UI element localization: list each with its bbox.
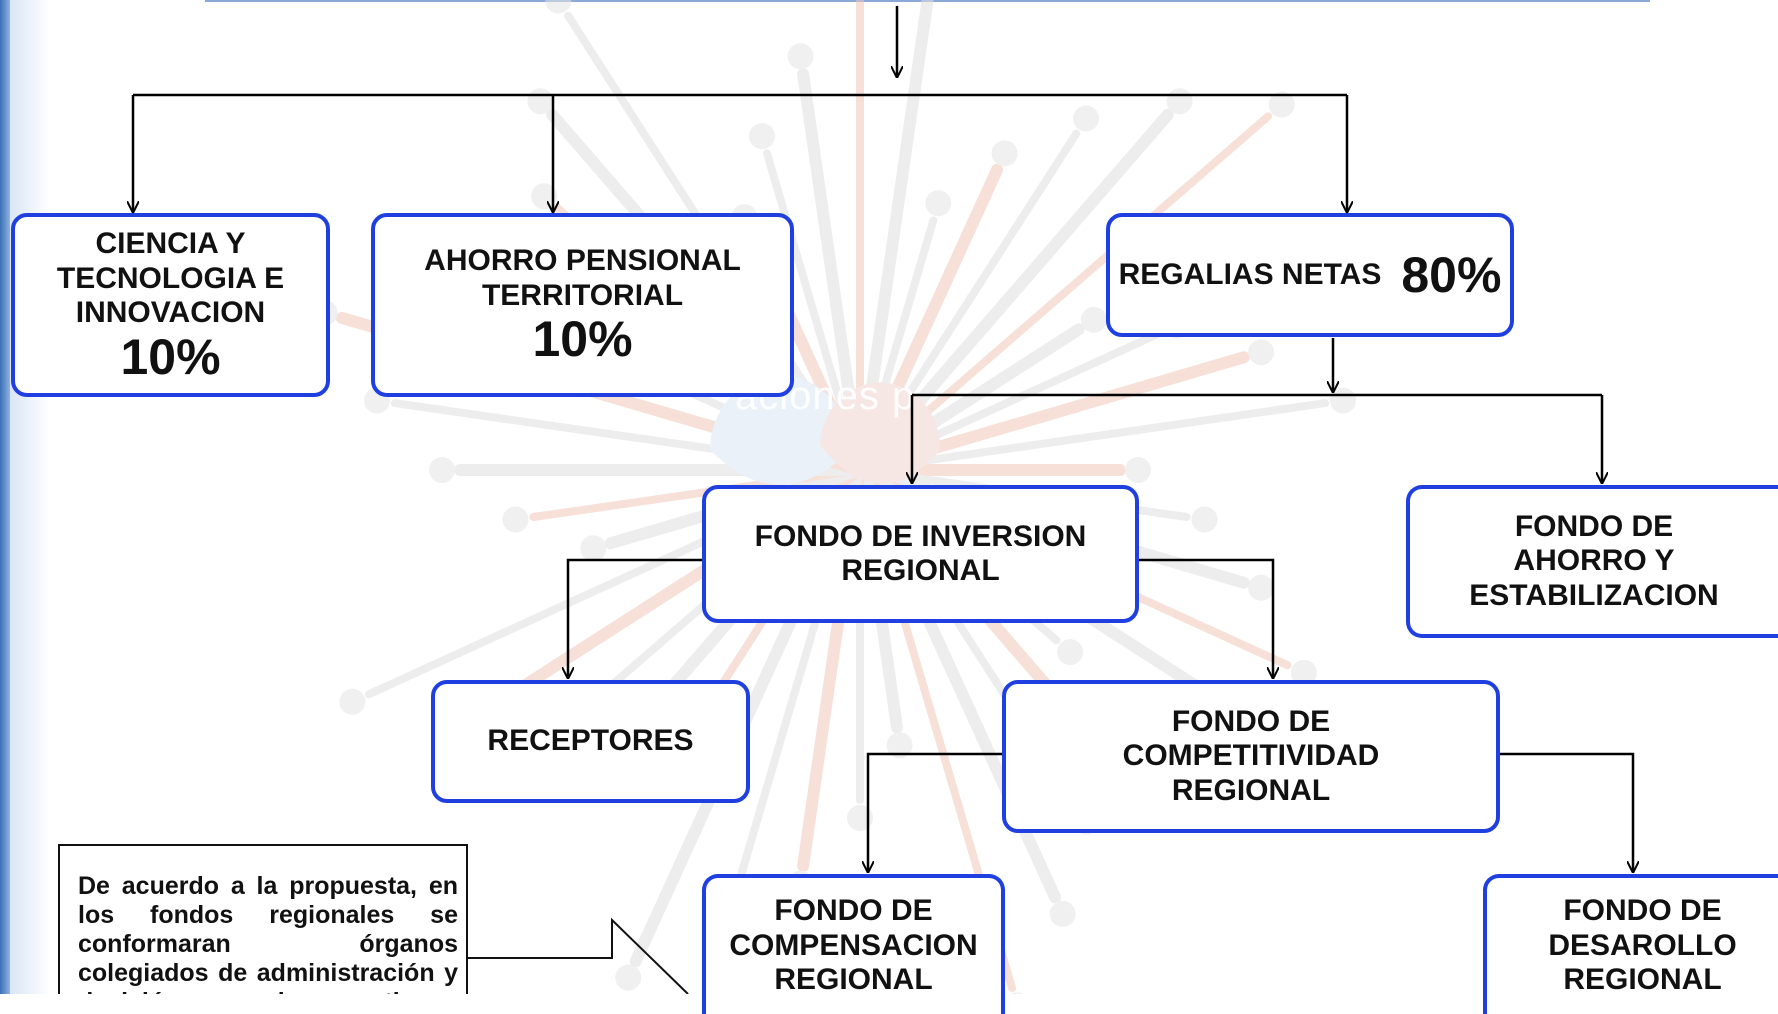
node-percent: 80%: [1401, 246, 1502, 303]
arrow-to-fondo-desarollo: [1498, 752, 1633, 872]
node-fondo-desarollo-regional: FONDO DE DESAROLLO REGIONAL: [1483, 874, 1778, 1014]
node-label: FONDO DE AHORRO Y ESTABILIZACION: [1469, 509, 1719, 612]
node-label: REGALIAS NETAS: [1118, 257, 1382, 291]
node-fondo-ahorro-estabilizacion: FONDO DE AHORRO Y ESTABILIZACION: [1406, 485, 1778, 638]
arrow-to-fondo-compensacion: [868, 752, 1003, 872]
node-receptores: RECEPTORES: [431, 680, 750, 803]
node-label: FONDO DE COMPETITIVIDAD REGIONAL: [1122, 704, 1380, 807]
node-label: CIENCIA Y TECNOLOGIA E INNOVACION: [56, 227, 285, 329]
node-fondo-inversion-regional: FONDO DE INVERSION REGIONAL: [702, 485, 1139, 623]
node-fondo-compensacion-regional: FONDO DE COMPENSACION REGIONAL: [702, 874, 1005, 1014]
node-label: FONDO DE COMPENSACION REGIONAL: [729, 894, 978, 997]
node-regalias-netas: REGALIAS NETAS 80%: [1106, 213, 1514, 337]
node-fondo-competitividad-regional: FONDO DE COMPETITIVIDAD REGIONAL: [1002, 680, 1500, 833]
left-accent-fade: [10, 0, 50, 994]
node-label: RECEPTORES: [487, 724, 694, 758]
node-ahorro-pensional: AHORRO PENSIONAL TERRITORIAL 10%: [371, 213, 794, 397]
arrow-to-receptores: [568, 558, 702, 678]
node-percent: 10%: [532, 311, 633, 368]
node-label: FONDO DE INVERSION REGIONAL: [754, 519, 1087, 588]
node-percent: 10%: [120, 328, 221, 385]
left-accent-strip: [0, 0, 10, 994]
arrow-to-fondo-competitividad: [1138, 558, 1273, 678]
node-inline-row: REGALIAS NETAS 80%: [1119, 249, 1502, 302]
node-ciencia-tecnologia: CIENCIA Y TECNOLOGIA E INNOVACION 10%: [11, 213, 330, 397]
node-label: AHORRO PENSIONAL TERRITORIAL: [424, 244, 741, 312]
node-label: FONDO DE DESAROLLO REGIONAL: [1548, 894, 1737, 997]
callout-note: De acuerdo a la propuesta, en los fondos…: [58, 844, 468, 994]
